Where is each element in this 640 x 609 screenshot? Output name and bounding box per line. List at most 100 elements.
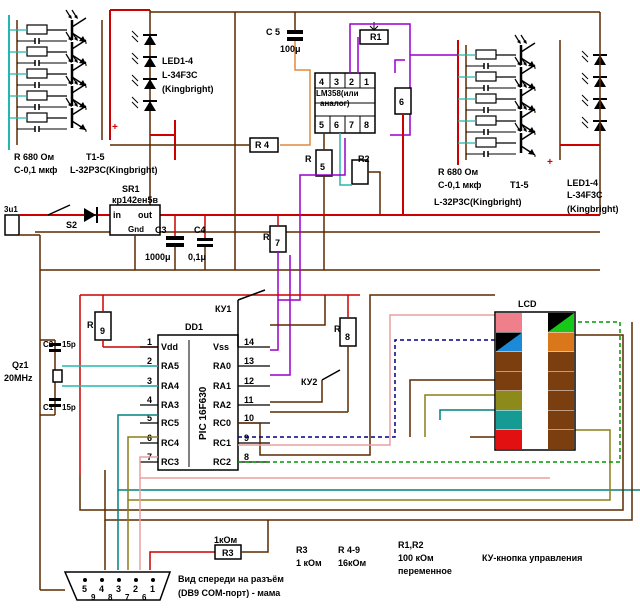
lcd-cell <box>548 391 574 410</box>
lm358-note: аналог) <box>320 99 350 108</box>
row-resistor <box>26 90 48 101</box>
left-transistor-part: L-32P3C(Kingbright) <box>70 165 158 175</box>
legend-r3-value: 1 кОм <box>296 558 322 568</box>
light-arrow-head <box>74 15 78 19</box>
pic-pin-number: 14 <box>244 337 254 347</box>
led <box>581 94 607 109</box>
pic-pin-number: 12 <box>244 376 254 386</box>
c3-value: 1000μ <box>145 252 171 262</box>
lcd-cell <box>496 391 522 410</box>
button-ku1 <box>237 289 266 347</box>
sensor-row <box>9 97 87 132</box>
db9-pin-number: 4 <box>99 584 104 594</box>
pic-pin-name: Vss <box>213 342 229 352</box>
battery <box>4 214 40 236</box>
s2-label: S2 <box>66 220 77 230</box>
row-resistor <box>475 137 497 148</box>
led-left-maker: (Kingbright) <box>162 84 213 94</box>
transistor-arrow <box>79 124 86 130</box>
led-ray <box>581 116 589 124</box>
opamp-pin-label: 2 <box>349 77 354 87</box>
light-arrow-head <box>74 103 78 107</box>
c5-value: 100μ <box>280 44 301 54</box>
lcd-cell <box>548 332 574 352</box>
led <box>581 116 607 131</box>
legend-r49-value: 16кОм <box>338 558 367 568</box>
transistor-collector <box>71 39 87 50</box>
crystal-qz1 <box>49 340 63 415</box>
led <box>131 74 157 89</box>
r8-label: R <box>334 324 341 334</box>
transistor-collector <box>520 64 536 75</box>
r6-label: 6 <box>399 97 404 107</box>
pic-part-number: PIC 16F630 <box>198 386 209 440</box>
sensor-row <box>458 78 536 113</box>
pic-pin-number: 3 <box>147 376 152 386</box>
transistor-collector <box>520 42 536 53</box>
sensor-row <box>458 122 536 157</box>
light-arrow-head <box>74 37 78 41</box>
lcd-cell-split <box>496 332 522 352</box>
db9-pin-number: 7 <box>125 593 130 602</box>
lcd-cell <box>496 352 522 371</box>
led-ray <box>581 55 589 63</box>
pic-pin-number: 1 <box>147 337 152 347</box>
led-ray <box>581 99 589 107</box>
r4-label: R 4 <box>255 140 269 150</box>
c3-label: C3 <box>155 225 167 235</box>
pic-pin-number: 9 <box>244 433 249 443</box>
led-triangle <box>144 57 156 67</box>
c4-label: C4 <box>194 225 206 235</box>
right-resistor-value: R 680 Ом <box>438 167 479 177</box>
pic-pin-name: RA1 <box>213 381 231 391</box>
qz1-label: Qz1 <box>12 360 29 370</box>
light-arrow-head <box>523 128 527 132</box>
led-ray <box>131 79 139 87</box>
right-sensor-array <box>457 40 561 165</box>
left-led-column <box>131 30 157 111</box>
pic-pin-name: RC5 <box>161 418 179 428</box>
capacitor-c3 <box>166 215 184 270</box>
pic-pin-name: RA2 <box>213 400 231 410</box>
pic-pin-name: RA4 <box>161 381 179 391</box>
led-right-name: LED1-4 <box>567 178 598 188</box>
lcd-cell <box>548 352 574 371</box>
c4-value: 0,1μ <box>188 252 206 262</box>
led <box>131 30 157 45</box>
db9-pin <box>100 578 104 582</box>
light-arrow-head <box>517 40 521 44</box>
sr1-label: SR1 <box>122 184 140 194</box>
db9-pin <box>83 578 87 582</box>
pic-pin-number: 5 <box>147 413 152 423</box>
led-ray <box>131 52 139 60</box>
c2-label: C2 <box>43 340 54 349</box>
lm358-name: LM358(или <box>316 89 359 98</box>
lcd-cell <box>496 313 522 332</box>
right-cap-value: С-0,1 мкф <box>438 180 482 190</box>
light-arrow-head <box>523 84 527 88</box>
led-ray <box>131 30 139 38</box>
qz1-freq: 20MHz <box>4 373 33 383</box>
row-resistor <box>475 49 497 60</box>
light-arrow-head <box>68 103 72 107</box>
right-transistor-part: L-32P3C(Kingbright) <box>434 197 522 207</box>
row-resistor <box>26 24 48 35</box>
led-triangle <box>144 79 156 89</box>
r2-label: R2 <box>358 154 370 164</box>
capacitor-c4 <box>197 215 213 270</box>
db9-pin <box>134 578 138 582</box>
row-resistor <box>26 68 48 79</box>
sr1-in: in <box>113 210 121 220</box>
db9-caption-2: (DB9 COM-порт) - мама <box>178 588 281 598</box>
left-transistor-name: T1-5 <box>86 152 105 162</box>
light-arrow-head <box>517 128 521 132</box>
r5-label: R <box>305 154 312 164</box>
legend-r12-value: 100 кОм <box>398 553 434 563</box>
ku2-label: КУ2 <box>301 377 317 387</box>
r7-number: 7 <box>275 238 280 248</box>
db9-pin-number: 1 <box>150 584 155 594</box>
transistor-collector <box>520 108 536 119</box>
light-arrow-head <box>517 62 521 66</box>
pic-pin-name: Vdd <box>161 342 178 352</box>
